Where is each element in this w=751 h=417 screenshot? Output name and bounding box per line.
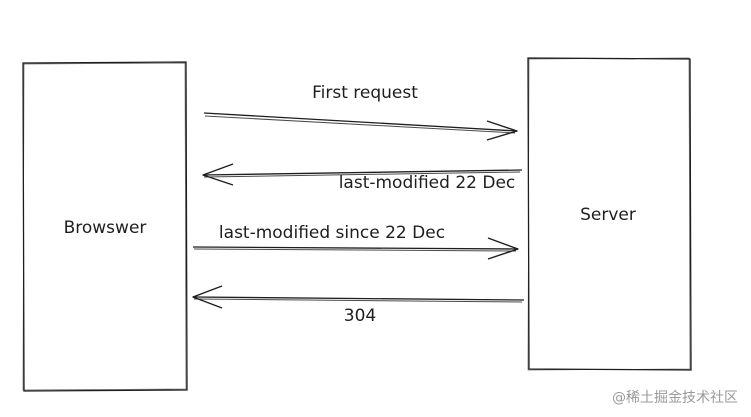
server-node: Server bbox=[527, 57, 692, 371]
edge-last-modified: last-modified 22 Dec bbox=[202, 163, 523, 193]
edge-label-first-request: First request bbox=[312, 83, 418, 103]
edge-first-request: First request bbox=[203, 83, 518, 141]
watermark-text: @稀土掘金技术社区 bbox=[612, 390, 738, 406]
edge-label-last-modified-since: last-modified since 22 Dec bbox=[219, 223, 445, 243]
browser-label: Browswer bbox=[64, 218, 147, 238]
server-label: Server bbox=[580, 205, 636, 225]
edge-last-modified-since: last-modified since 22 Dec bbox=[192, 223, 519, 260]
browser-node: Browswer bbox=[22, 61, 188, 392]
edge-304: 304 bbox=[192, 285, 525, 326]
edge-label-last-modified: last-modified 22 Dec bbox=[339, 173, 516, 193]
edge-label-304: 304 bbox=[344, 306, 376, 326]
